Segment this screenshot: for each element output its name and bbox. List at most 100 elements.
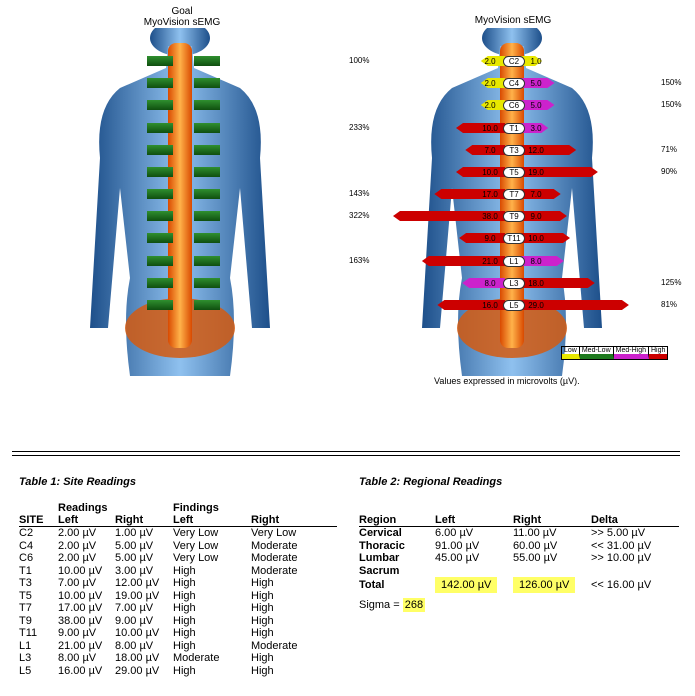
table-cell: Cervical bbox=[359, 527, 402, 539]
table-cell: T5 bbox=[19, 589, 32, 602]
table-cell: High bbox=[251, 614, 274, 627]
right-reading-value: 5.0 bbox=[530, 79, 542, 88]
percent-label: 100% bbox=[349, 56, 370, 65]
table-cell: Thoracic bbox=[359, 539, 405, 552]
table-cell: 21.00 µV bbox=[58, 639, 103, 652]
divider-top bbox=[12, 451, 680, 452]
goal-bar-t3-left bbox=[147, 145, 173, 155]
table-cell: 10.00 µV bbox=[58, 589, 103, 602]
table-cell: 38.00 µV bbox=[58, 614, 103, 627]
semg-bar-c2-left bbox=[480, 56, 505, 66]
semg-bar-t7-right bbox=[521, 189, 561, 199]
legend-item: Med-Low bbox=[579, 347, 614, 359]
goal-body-illustration bbox=[90, 28, 270, 376]
semg-bar-t9-left bbox=[393, 211, 505, 221]
table1-column-header: SITE bbox=[19, 514, 44, 526]
goal-title-line2: MyoVision sEMG bbox=[143, 17, 221, 28]
semg-bar-c2-right bbox=[521, 56, 543, 66]
goal-title-line1: Goal bbox=[171, 6, 193, 17]
table-cell: 6.00 µV bbox=[435, 527, 474, 539]
left-reading-value: 8.0 bbox=[484, 279, 496, 288]
table-cell: High bbox=[173, 614, 196, 627]
right-reading-value: 9.0 bbox=[530, 212, 542, 221]
table-cell: 11.00 µV bbox=[513, 527, 557, 539]
total-cell-text: 126.00 µV bbox=[513, 577, 576, 593]
table-cell: High bbox=[251, 627, 274, 639]
left-reading-value: 38.0 bbox=[482, 212, 498, 221]
right-reading-value: 8.0 bbox=[530, 257, 542, 266]
right-reading-value: 5.0 bbox=[530, 101, 542, 110]
table-cell: T1 bbox=[19, 564, 32, 577]
total-cell: 126.00 µV bbox=[513, 577, 591, 593]
table-cell: High bbox=[173, 589, 196, 602]
table-cell: Moderate bbox=[251, 639, 298, 652]
semg-bar-l1-right bbox=[521, 256, 564, 266]
goal-bar-c6-left bbox=[147, 100, 173, 110]
table-cell: C6 bbox=[19, 552, 34, 564]
goal-bar-t7-left bbox=[147, 189, 173, 199]
table-cell: Lumbar bbox=[359, 552, 400, 564]
left-reading-value: 21.0 bbox=[482, 257, 498, 266]
percent-label: 150% bbox=[661, 100, 682, 109]
table-cell: 10.00 µV bbox=[58, 564, 103, 577]
spine-site-label: T1 bbox=[503, 123, 525, 134]
table1-column-header: Right bbox=[251, 514, 280, 526]
table-cell: Very Low bbox=[173, 539, 219, 552]
percent-label: 125% bbox=[661, 278, 682, 287]
table-cell: 1.00 µV bbox=[115, 527, 154, 539]
goal-bar-c4-right bbox=[194, 78, 220, 88]
left-reading-value: 10.0 bbox=[482, 168, 498, 177]
semg-bar-t1-left bbox=[456, 123, 505, 133]
table-cell: High bbox=[251, 602, 274, 614]
semg-figure-title: MyoVision sEMG bbox=[474, 15, 552, 26]
table-cell: Very Low bbox=[251, 527, 297, 539]
goal-figure-title: Goal MyoVision sEMG bbox=[122, 6, 242, 28]
table-cell: T7 bbox=[19, 602, 32, 614]
table-cell: Very Low bbox=[173, 552, 219, 564]
goal-bar-t5-right bbox=[194, 167, 220, 177]
total-cell-text: 142.00 µV bbox=[435, 577, 498, 593]
divider-bottom bbox=[12, 455, 680, 456]
table-cell: 91.00 µV bbox=[435, 539, 480, 552]
table-cell: 16.00 µV bbox=[58, 664, 103, 677]
table-cell: 29.00 µV bbox=[115, 664, 160, 677]
table-cell: << 31.00 µV bbox=[591, 539, 652, 552]
legend-label: High bbox=[651, 347, 666, 354]
semg-bar-t7-left bbox=[434, 189, 505, 199]
table-cell: >> 5.00 µV bbox=[591, 527, 646, 539]
spine-site-label: C6 bbox=[503, 100, 525, 111]
table-cell: High bbox=[173, 564, 196, 577]
table-cell: 2.00 µV bbox=[58, 539, 97, 552]
table2-caption: Table 2: Regional Readings bbox=[359, 476, 503, 488]
goal-bar-t7-right bbox=[194, 189, 220, 199]
goal-bar-c2-right bbox=[194, 56, 220, 66]
legend-item: Med-High bbox=[613, 347, 649, 359]
semg-bar-t5-left bbox=[456, 167, 505, 177]
table-cell: Moderate bbox=[251, 564, 298, 577]
table-cell: High bbox=[173, 602, 196, 614]
spine-site-label: T3 bbox=[503, 145, 525, 156]
table-cell: High bbox=[251, 652, 274, 664]
goal-bar-c6-right bbox=[194, 100, 220, 110]
table-cell: L1 bbox=[19, 639, 32, 652]
goal-bar-t9-right bbox=[194, 211, 220, 221]
percent-label: 90% bbox=[661, 167, 678, 176]
semg-bar-l3-right bbox=[521, 278, 595, 288]
table1-group-findings: Findings bbox=[173, 502, 219, 514]
table-cell: 19.00 µV bbox=[115, 589, 160, 602]
table1-column-header: Left bbox=[58, 514, 79, 526]
legend-label: Med-High bbox=[615, 347, 646, 354]
table-cell: T11 bbox=[19, 627, 38, 639]
table-cell: 9.00 µV bbox=[115, 614, 154, 627]
table-cell: 3.00 µV bbox=[115, 564, 154, 577]
table1-column-header: Left bbox=[173, 514, 194, 526]
legend-label: Med-Low bbox=[581, 347, 611, 354]
table-cell: C2 bbox=[19, 527, 34, 539]
sigma-label: Sigma = bbox=[359, 599, 400, 611]
